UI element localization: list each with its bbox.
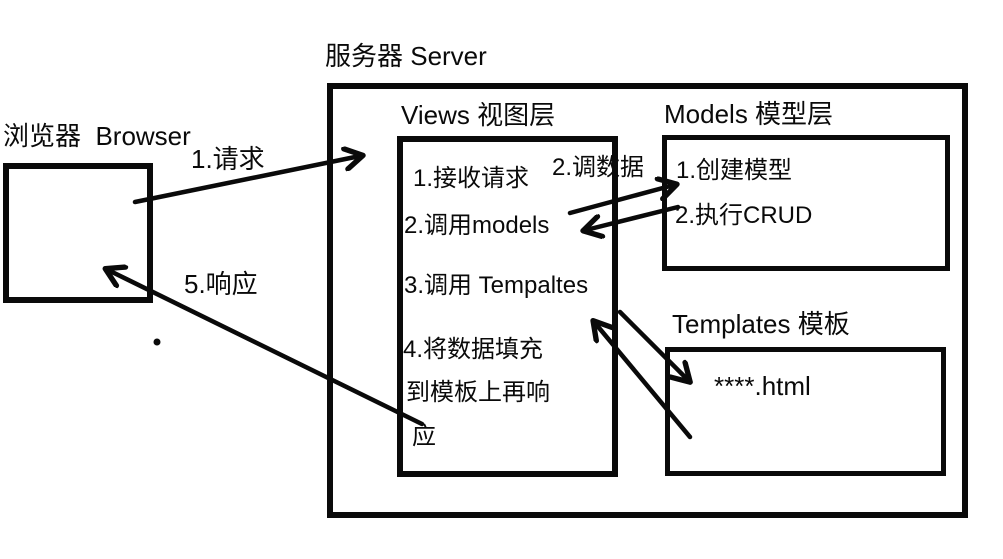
- browser-box: [3, 163, 153, 303]
- models-step-2: 2.执行CRUD: [675, 202, 813, 229]
- views-title: Views 视图层: [401, 100, 556, 130]
- browser-title: 浏览器 Browser: [3, 121, 191, 151]
- request-flow-label: 1.请求: [191, 144, 265, 174]
- call-data-flow-label: 2.调数据: [552, 154, 645, 181]
- stray-dot: [153, 338, 161, 346]
- templates-file: ****.html: [714, 371, 811, 401]
- views-step-4-line2: 到模板上再响: [406, 379, 550, 406]
- templates-box: [665, 347, 946, 476]
- views-step-2: 2.调用models: [404, 212, 550, 239]
- models-title: Models 模型层: [664, 99, 834, 129]
- response-flow-label: 5.响应: [184, 269, 258, 299]
- views-step-3: 3.调用 Tempaltes: [404, 272, 589, 299]
- views-step-4-line3: 应: [412, 423, 436, 450]
- models-step-1: 1.创建模型: [676, 157, 793, 184]
- views-step-4-line1: 4.将数据填充: [403, 336, 544, 363]
- views-step-1: 1.接收请求: [413, 165, 530, 192]
- server-title: 服务器 Server: [325, 41, 487, 71]
